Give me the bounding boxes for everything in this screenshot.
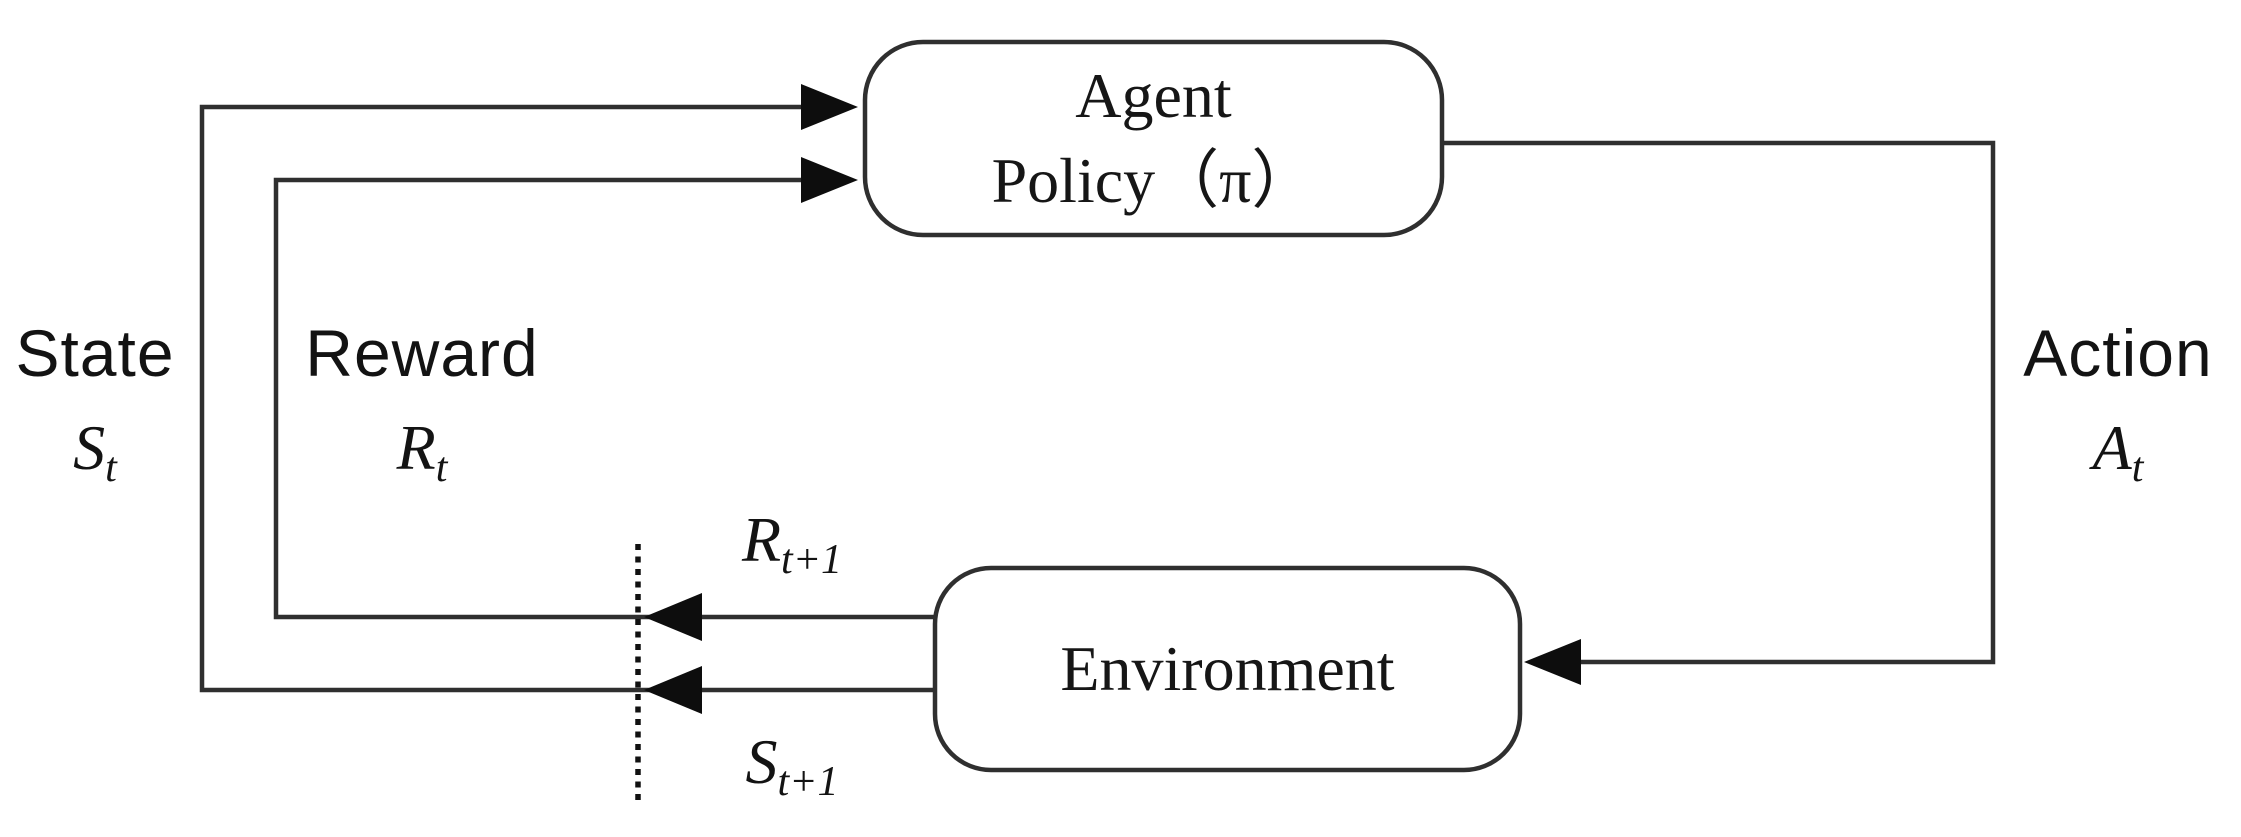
action-label: Action At [2023, 316, 2213, 489]
agent-policy-line: Policy（π） [991, 144, 1316, 216]
state-var: St [73, 416, 117, 489]
environment-node-label: Environment [935, 568, 1520, 770]
state-next-base: S [745, 726, 778, 797]
action-var-base: A [2092, 412, 2132, 483]
agent-title: Agent [1075, 60, 1232, 132]
reward-into-agent-arrowhead [801, 157, 858, 203]
state-next-sub: t+1 [777, 758, 839, 805]
environment-title: Environment [1060, 632, 1395, 704]
reward-next-sub: t+1 [781, 536, 843, 583]
agent-node-label: Agent Policy（π） [865, 42, 1442, 235]
action-into-environment-arrowhead [1524, 639, 1581, 685]
state-var-base: S [73, 412, 106, 483]
reward-var: Rt [397, 416, 448, 489]
agent-box [862, 39, 1445, 238]
state-next-label: St+1 [745, 730, 838, 803]
reward-next-base: R [741, 504, 782, 575]
state-word: State [15, 316, 175, 390]
reward-var-base: R [396, 412, 436, 483]
reward-flow-line [273, 177, 952, 620]
reward-word: Reward [305, 316, 539, 390]
action-flow-line [1435, 140, 1996, 665]
reward-next-arrowhead [644, 593, 702, 641]
reward-next-label: Rt+1 [742, 508, 842, 581]
action-word: Action [2023, 316, 2213, 390]
state-var-sub: t [105, 444, 117, 491]
state-flow-line [199, 104, 952, 693]
state-next-arrowhead [644, 666, 702, 714]
action-var: At [2093, 416, 2144, 489]
reward-var-sub: t [435, 444, 448, 491]
state-into-agent-arrowhead [801, 84, 858, 130]
state-label: State St [15, 316, 175, 489]
environment-box [932, 565, 1523, 773]
action-var-sub: t [2131, 444, 2144, 491]
reward-label: Reward Rt [305, 316, 539, 489]
